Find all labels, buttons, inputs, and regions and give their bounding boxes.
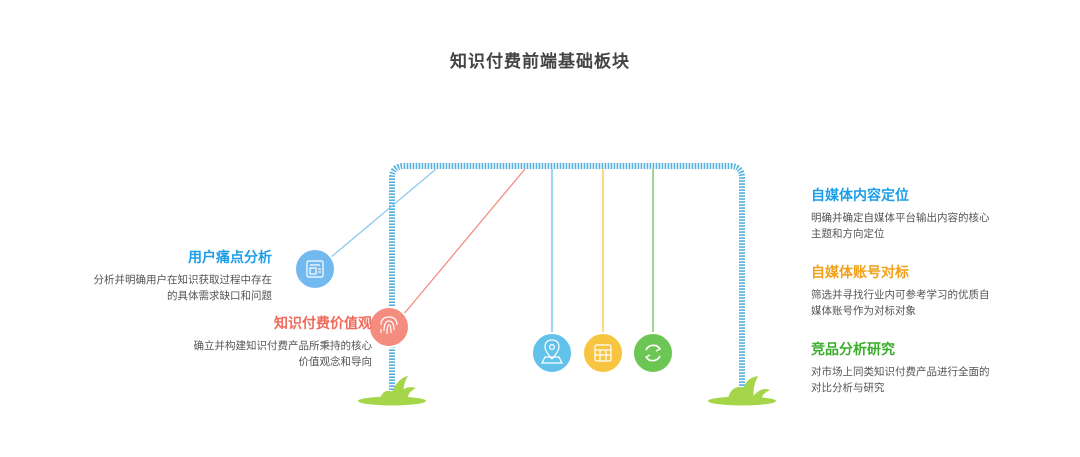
block-description: 筛选并寻找行业内可参考学习的优质自 媒体账号作为对标对象 [811, 287, 990, 319]
block-description: 确立并构建知识付费产品所秉持的核心 价值观念和导向 [194, 338, 373, 370]
ball-table [582, 332, 624, 374]
ball-map-pin [531, 332, 573, 374]
diagram-title: 知识付费前端基础板块 [450, 52, 630, 72]
block-heading: 知识付费价值观 [274, 316, 372, 332]
description-line: 对市场上同类知识付费产品进行全面的 [811, 366, 990, 378]
grass-right [708, 376, 776, 406]
block-user-pain-analysis: 用户痛点分析 分析并明确用户在知识获取过程中存在 的具体需求缺口和问题 [94, 249, 273, 304]
block-value-proposition: 知识付费价值观 确立并构建知识付费产品所秉持的核心 价值观念和导向 [194, 315, 373, 370]
block-content-positioning: 自媒体内容定位 明确并确定自媒体平台输出内容的核心 主题和方向定位 [811, 187, 990, 242]
description-line: 价值观念和导向 [298, 356, 373, 368]
description-line: 的具体需求缺口和问题 [167, 290, 272, 302]
block-description: 明确并确定自媒体平台输出内容的核心 主题和方向定位 [811, 210, 990, 242]
map-pin-icon [541, 339, 563, 364]
fingerprint-icon [380, 316, 398, 335]
block-heading: 用户痛点分析 [188, 250, 272, 266]
description-line: 筛选并寻找行业内可参考学习的优质自 [811, 289, 990, 301]
block-account-benchmark: 自媒体账号对标 筛选并寻找行业内可参考学习的优质自 媒体账号作为对标对象 [811, 264, 990, 319]
description-line: 明确并确定自媒体平台输出内容的核心 [811, 212, 990, 224]
description-line: 对比分析与研究 [811, 382, 885, 394]
ball-refresh [632, 332, 674, 374]
table-icon [594, 344, 612, 362]
ball-fingerprint [368, 306, 410, 348]
block-heading: 竞品分析研究 [811, 342, 895, 358]
string-red [402, 168, 526, 316]
block-description: 对市场上同类知识付费产品进行全面的 对比分析与研究 [811, 364, 990, 396]
string-blue [329, 168, 437, 259]
ball-document [294, 248, 336, 290]
description-line: 分析并明确用户在知识获取过程中存在 [93, 274, 273, 286]
block-heading: 自媒体账号对标 [811, 265, 909, 281]
grass-left [358, 376, 426, 406]
block-competitor-analysis: 竞品分析研究 对市场上同类知识付费产品进行全面的 对比分析与研究 [811, 341, 990, 396]
description-line: 主题和方向定位 [811, 228, 885, 240]
block-description: 分析并明确用户在知识获取过程中存在 的具体需求缺口和问题 [94, 272, 273, 304]
description-line: 确立并构建知识付费产品所秉持的核心 [193, 340, 373, 352]
block-heading: 自媒体内容定位 [811, 188, 909, 204]
cradle-frame [389, 163, 745, 393]
refresh-icon [644, 344, 662, 362]
description-line: 媒体账号作为对标对象 [811, 305, 916, 317]
document-icon [306, 260, 324, 278]
